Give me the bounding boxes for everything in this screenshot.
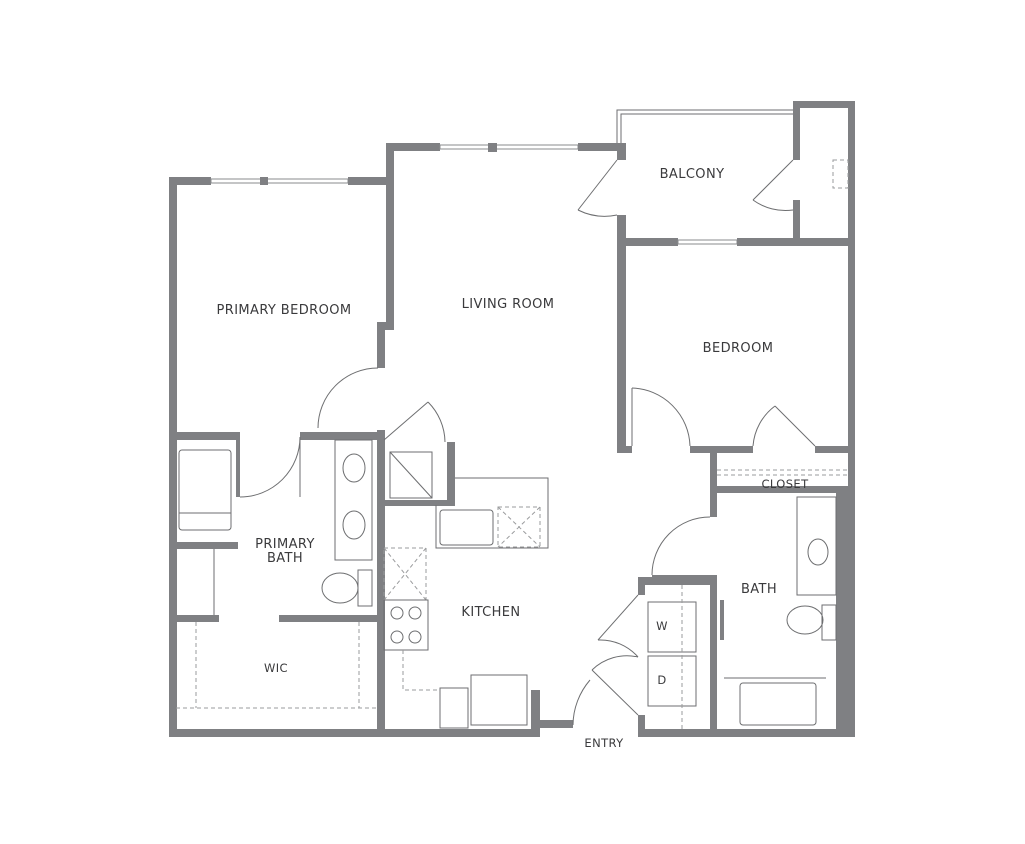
dryer xyxy=(647,655,697,707)
dishwasher xyxy=(497,506,541,548)
washer xyxy=(647,601,697,653)
pantry xyxy=(439,687,469,729)
label-entry: ENTRY xyxy=(584,736,624,750)
label-living-room: LIVING ROOM xyxy=(462,297,555,312)
kitchen-sink xyxy=(439,509,494,546)
fixtures xyxy=(176,439,837,729)
label-washer: W xyxy=(656,619,668,633)
label-primary-bath-2: BATH xyxy=(267,551,303,566)
sink-icon xyxy=(342,453,366,483)
bathtub xyxy=(178,449,232,531)
label-bath: BATH xyxy=(741,582,777,597)
bathtub xyxy=(739,682,817,726)
toilet-icon xyxy=(786,605,824,635)
stove-icon xyxy=(383,599,429,651)
label-dryer: D xyxy=(657,673,666,687)
label-primary-bedroom: PRIMARY BEDROOM xyxy=(217,303,352,318)
walls xyxy=(169,101,855,737)
label-kitchen: KITCHEN xyxy=(461,605,520,620)
toilet-icon xyxy=(321,572,359,604)
label-bedroom: BEDROOM xyxy=(703,341,774,356)
label-closet: CLOSET xyxy=(761,477,809,491)
doors xyxy=(239,159,816,726)
label-balcony: BALCONY xyxy=(660,167,725,182)
room-labels: PRIMARY BEDROOM LIVING ROOM BALCONY BEDR… xyxy=(217,167,809,750)
vanity xyxy=(334,439,373,561)
refrigerator xyxy=(470,674,528,726)
sink-icon xyxy=(342,510,366,540)
label-primary-bath: PRIMARY xyxy=(255,537,315,552)
sink-icon xyxy=(807,538,829,566)
label-wic: WIC xyxy=(264,661,288,675)
